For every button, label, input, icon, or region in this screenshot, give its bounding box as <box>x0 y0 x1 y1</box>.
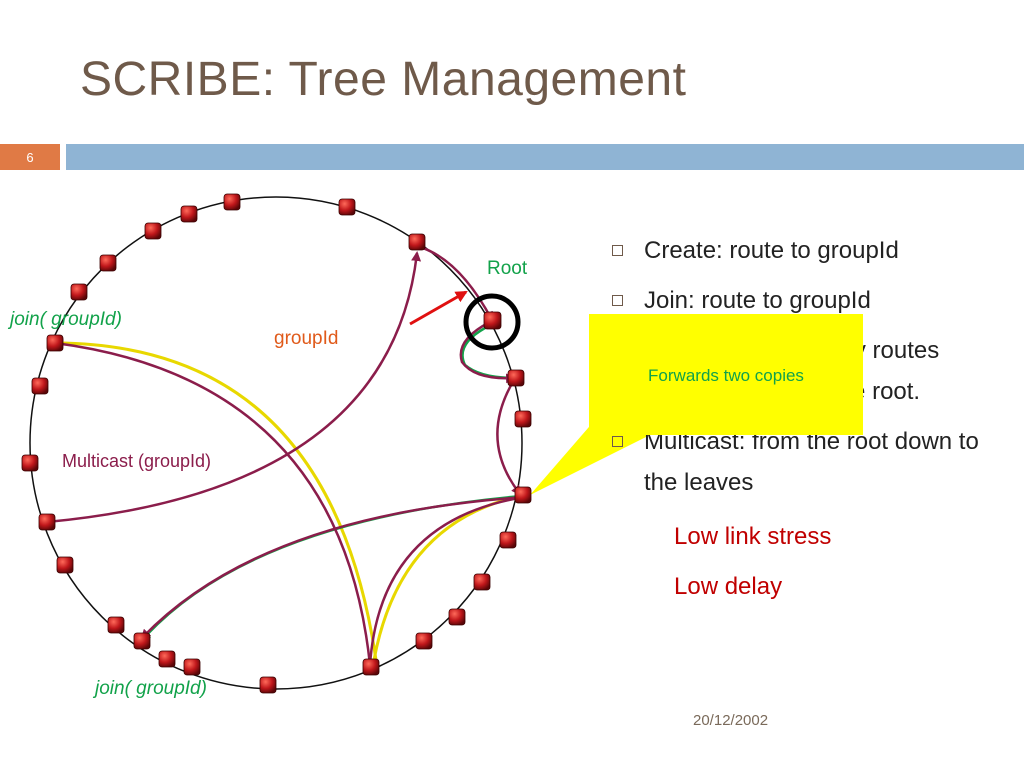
node <box>21 454 39 472</box>
node <box>473 573 491 591</box>
yellow-path-1 <box>56 341 378 661</box>
node <box>180 205 198 223</box>
bullet-item: Create: route to groupId <box>608 230 988 271</box>
node <box>408 233 426 251</box>
callout-box: Forwards two copies <box>589 314 863 435</box>
root-node <box>483 311 502 330</box>
node <box>158 650 176 668</box>
node <box>507 369 525 387</box>
bullet-list: Create: route to groupId Join: route to … <box>608 230 988 612</box>
node <box>31 377 49 395</box>
bullet-text: Multicast: from the root down to the lea… <box>644 428 979 496</box>
slide-number: 6 <box>0 144 60 170</box>
maroon-root-loop <box>459 320 516 384</box>
root-highlight-circle <box>463 293 521 351</box>
node <box>448 608 466 626</box>
node <box>183 658 201 676</box>
bullet-text: Join: route to groupId <box>644 287 871 314</box>
callout-pointer <box>530 420 680 495</box>
join-label-top: join( groupId) <box>10 309 122 330</box>
node <box>514 410 532 428</box>
node <box>133 632 151 650</box>
group-id-label: groupId <box>274 328 339 349</box>
maroon-route-to-node <box>46 251 422 524</box>
slide-date: 20/12/2002 <box>693 712 769 729</box>
bullet-marker-icon <box>612 295 623 306</box>
sub-bullet: Low link stress <box>674 523 832 550</box>
node <box>499 531 517 549</box>
maroon-join-path-3 <box>140 495 526 640</box>
header-bar <box>66 144 1024 170</box>
slide-title: SCRIBE: Tree Management <box>80 53 687 106</box>
node <box>144 222 162 240</box>
node <box>362 658 380 676</box>
node <box>107 616 125 634</box>
root-pointer-arrow <box>409 290 468 326</box>
node <box>259 676 277 694</box>
root-label: Root <box>487 258 528 279</box>
bullet-item: Join: route to groupId <box>608 280 988 321</box>
ring-nodes <box>21 193 532 694</box>
node <box>46 334 64 352</box>
maroon-join-path-1 <box>53 339 372 666</box>
node <box>99 254 117 272</box>
maroon-join-path-2 <box>368 493 527 666</box>
node <box>38 513 56 531</box>
join-label-bottom: join( groupId) <box>95 678 207 699</box>
callout-text: Forwards two copies <box>648 366 804 385</box>
node <box>338 198 356 216</box>
multicast-label: Multicast (groupId) <box>62 451 212 471</box>
bullet-text: Create: route to groupId <box>644 237 899 264</box>
yellow-path-2 <box>372 493 526 661</box>
bullet-marker-icon <box>612 245 623 256</box>
sub-bullet: Low delay <box>674 573 783 600</box>
bullet-marker-icon <box>612 436 623 447</box>
slide-number-text: 6 <box>26 149 34 165</box>
node <box>415 632 433 650</box>
node <box>223 193 241 211</box>
node <box>514 486 532 504</box>
maroon-route-to-root <box>419 245 494 322</box>
maroon-path-down <box>496 379 522 496</box>
node <box>70 283 88 301</box>
node <box>56 556 74 574</box>
